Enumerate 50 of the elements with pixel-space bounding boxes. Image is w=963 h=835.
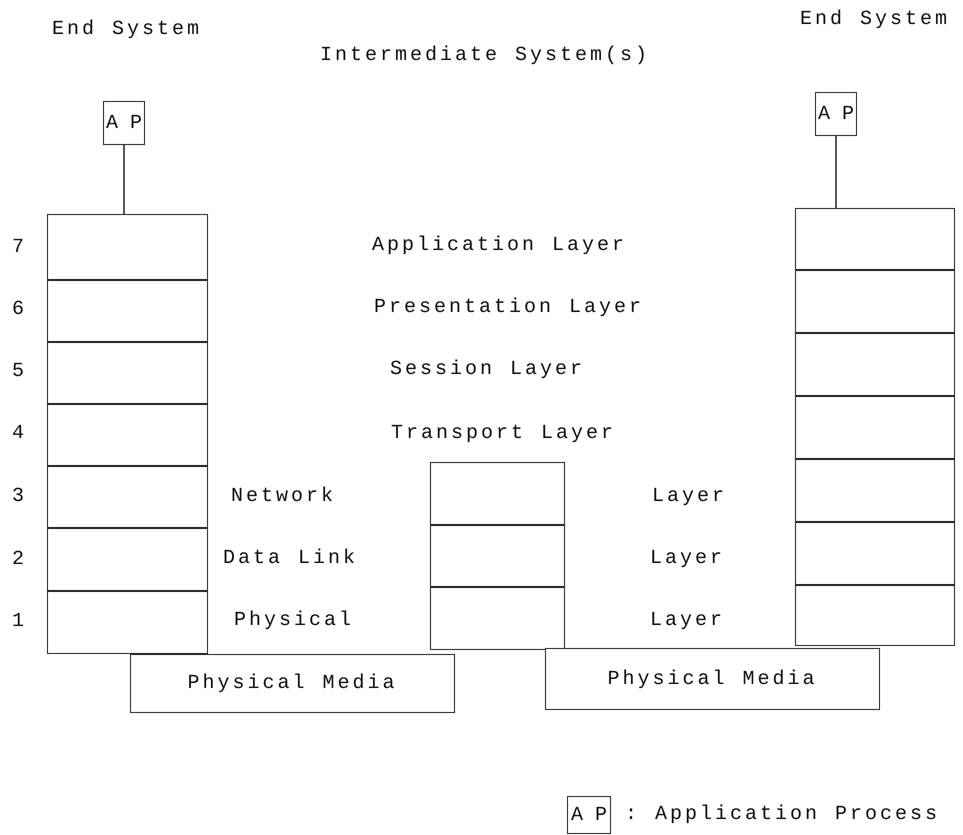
- layer-number: 2: [12, 548, 28, 572]
- layer-number: 1: [12, 610, 28, 634]
- layer-box: [47, 404, 208, 466]
- legend-text: : Application Process: [625, 803, 940, 827]
- layer-box: [47, 528, 208, 591]
- layer-box: [47, 280, 208, 342]
- layer-box: [795, 522, 955, 585]
- process-box: [815, 92, 857, 136]
- connector-line: [123, 145, 125, 214]
- layer-box: [795, 333, 955, 396]
- process-box: [103, 101, 145, 145]
- layer-box: [430, 525, 565, 587]
- layer-box: [795, 270, 955, 333]
- layer-box: [795, 396, 955, 459]
- layer-box: [47, 591, 208, 654]
- layer-number: 5: [12, 360, 28, 384]
- layer-box: [47, 342, 208, 404]
- layer-box: [430, 462, 565, 525]
- layer-name: Layer: [652, 485, 728, 509]
- layer-number: 4: [12, 422, 28, 446]
- legend-key-box: [567, 796, 611, 834]
- layer-name: Data Link: [223, 547, 358, 571]
- layer-number: 3: [12, 485, 28, 509]
- layer-name: Network: [231, 485, 336, 509]
- layer-name: Layer: [650, 547, 726, 571]
- layer-name: Layer: [650, 609, 726, 633]
- box-label: A P: [570, 804, 607, 826]
- box-label: A P: [106, 112, 142, 134]
- process-box: [130, 654, 455, 713]
- system-heading: Intermediate System(s): [320, 44, 650, 68]
- layer-name: Presentation Layer: [374, 296, 644, 320]
- layer-number: 6: [12, 298, 28, 322]
- layer-box: [795, 585, 955, 646]
- box-label: A P: [818, 102, 854, 126]
- layer-number: 7: [12, 236, 28, 260]
- layer-box: [47, 466, 208, 528]
- layer-box: [795, 459, 955, 522]
- connector-line: [835, 136, 837, 208]
- box-label: Physical Media: [607, 668, 818, 690]
- box-label: Physical Media: [187, 672, 398, 695]
- layer-name: Physical: [234, 609, 354, 633]
- layer-box: [795, 208, 955, 270]
- layer-name: Application Layer: [372, 234, 628, 258]
- layer-box: [430, 587, 565, 650]
- system-heading: End System: [52, 18, 202, 42]
- system-heading: End System: [800, 8, 950, 32]
- layer-name: Session Layer: [390, 358, 586, 382]
- process-box: [545, 648, 880, 710]
- layer-box: [47, 214, 208, 280]
- layer-name: Transport Layer: [391, 422, 616, 446]
